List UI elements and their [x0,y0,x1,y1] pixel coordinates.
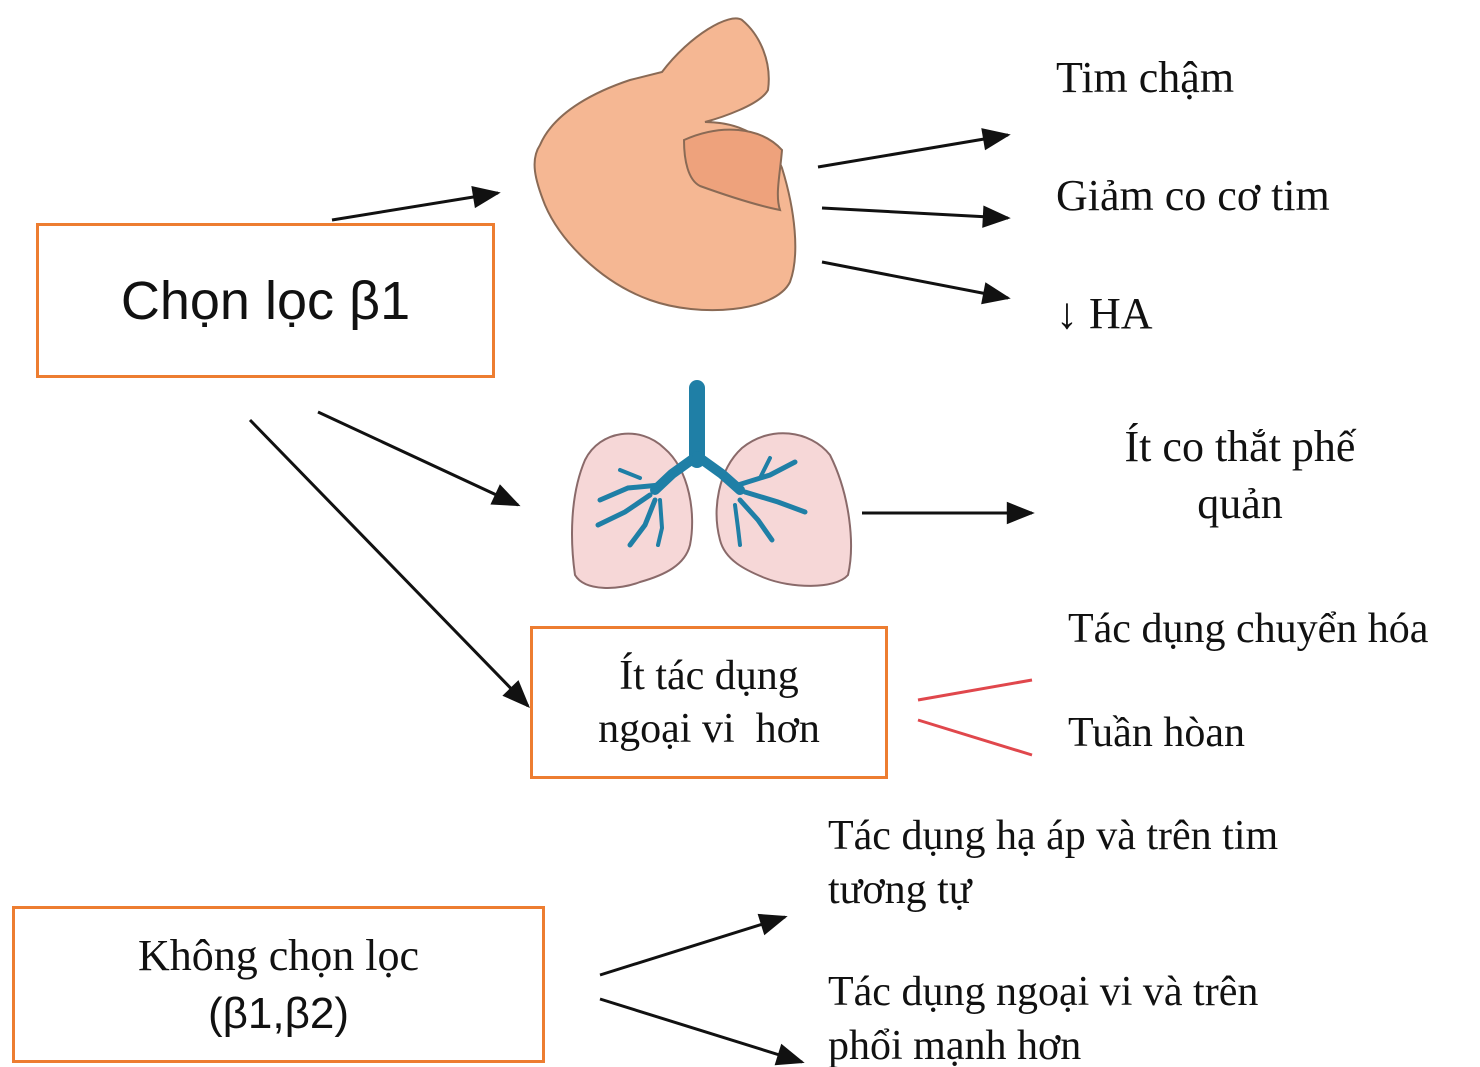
arrow-selective-to-heart [332,193,498,220]
nonselective-box: Không chọn lọc (β1,β2) [12,906,545,1063]
slow-heart-label: Tim chậm [1056,52,1234,105]
lungs-icon [572,388,851,588]
arrow-nonselective-to-peripheral-lung [600,999,802,1062]
heart-icon [535,18,796,310]
selective-beta1-label: Chọn lọc β1 [121,270,410,332]
peripheral-line-1: Ít tác dụng [619,650,799,703]
arrow-selective-to-peripheral [250,420,528,706]
bp-heart-effect-label: Tác dụng hạ áp và trên tim tương tự [828,810,1348,918]
selective-beta1-box: Chọn lọc β1 [36,223,495,378]
lower-bp-label: ↓ HA [1056,288,1153,341]
arrow-nonselective-to-bp-heart [600,917,785,975]
peripheral-line-2: ngoại vi hơn [598,703,820,756]
peripheral-lung-effect-label: Tác dụng ngoại vi và trên phổi mạnh hơn [828,966,1328,1067]
nonselective-line-2: (β1,β2) [208,985,349,1042]
less-bronchospasm-label: Ít co thắt phế quản [1090,418,1390,532]
metabolic-effect-label: Tác dụng chuyển hóa [1068,604,1428,654]
arrow-heart-to-contractility [822,208,1008,218]
reduced-contractility-label: Giảm co cơ tim [1056,170,1330,223]
arrow-heart-to-slow [818,135,1008,167]
red-line-circulation [918,720,1032,755]
red-line-metabolic [918,680,1032,700]
arrow-selective-to-lungs [318,412,518,505]
peripheral-box: Ít tác dụng ngoại vi hơn [530,626,888,779]
circulation-label: Tuần hòan [1068,708,1245,758]
red-connectors [918,680,1032,755]
arrow-heart-to-bp [822,262,1008,298]
nonselective-line-1: Không chọn lọc [138,927,419,984]
